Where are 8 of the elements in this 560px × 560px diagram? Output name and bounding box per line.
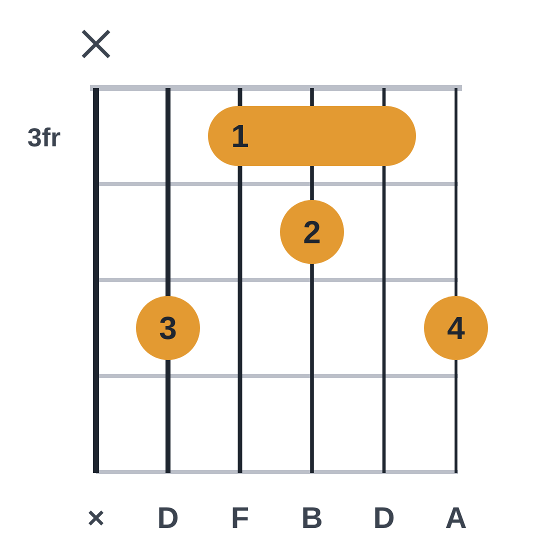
string-label: × — [88, 510, 104, 526]
barre-bar: 1 — [208, 106, 416, 166]
string-label: F — [232, 507, 248, 528]
string-label: D — [159, 507, 178, 528]
fret-label: 3fr — [28, 127, 60, 147]
string-label: A — [446, 507, 466, 528]
string-label: B — [303, 507, 322, 528]
string-label: D — [375, 507, 394, 528]
